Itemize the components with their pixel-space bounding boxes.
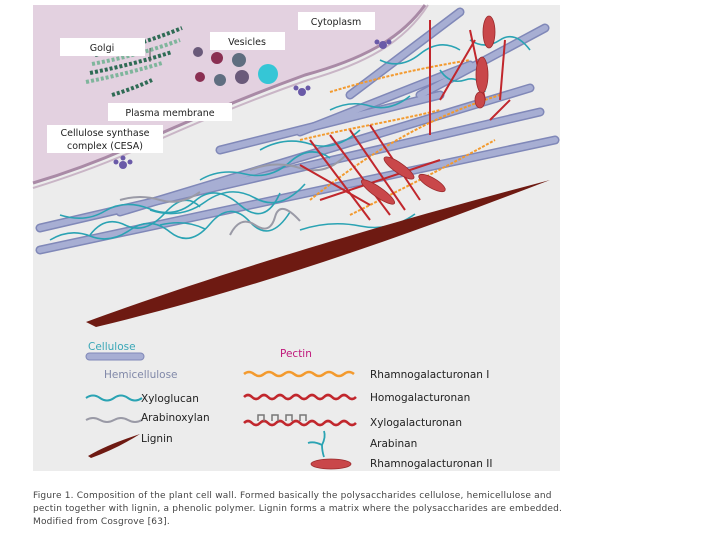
svg-text:Plasma membrane: Plasma membrane: [125, 108, 214, 119]
cesa-complex-icon: [113, 39, 392, 169]
callout-plasma-membrane: Plasma membrane: [108, 103, 232, 121]
legend-arabinan: Arabinan: [370, 438, 417, 450]
vesicle-icons: [193, 47, 278, 86]
legend-lignin-swatch: [88, 434, 140, 458]
legend-rg2: Rhamnogalacturonan II: [370, 458, 492, 470]
legend-lignin: Lignin: [141, 433, 173, 445]
legend-rg1-swatch: [243, 370, 355, 378]
arabinoxylan-strands: [119, 155, 346, 236]
plasma-membrane: [32, 4, 427, 185]
legend-arabinoxylan-swatch: [85, 417, 143, 423]
callout-cesa: Cellulose synthase complex (CESA): [47, 125, 163, 153]
legend-rg2-swatch: [310, 458, 352, 470]
homogalacturonan-strands: [299, 20, 511, 221]
legend-right: Pectin Rhamnogalacturonan I Homogalactur…: [243, 348, 492, 470]
svg-text:complex (CESA): complex (CESA): [67, 141, 143, 152]
legend-left: Cellulose Hemicellulose Xyloglucan Arabi…: [85, 341, 210, 458]
legend-cellulose-swatch: [85, 352, 145, 361]
legend-xyloglucan-swatch: [85, 394, 143, 402]
legend-xyloglucan: Xyloglucan: [141, 393, 199, 405]
legend-pectin-heading: Pectin: [280, 348, 312, 360]
legend-rg1: Rhamnogalacturonan I: [370, 369, 489, 381]
callout-cytoplasm: Cytoplasm: [298, 12, 375, 30]
legend-hg-swatch: [243, 393, 357, 401]
legend-hg: Homogalacturonan: [370, 392, 470, 404]
legend-cellulose-heading: Cellulose: [88, 341, 136, 353]
legend-xga-swatch: [243, 414, 357, 427]
rg2-ellipses: [360, 15, 496, 205]
svg-text:Vesicles: Vesicles: [228, 37, 266, 48]
plasma-membrane-outer: [32, 4, 429, 189]
callout-golgi: Golgi: [60, 38, 145, 56]
legend-arabinan-swatch: [307, 430, 326, 458]
legend-hemicellulose-heading: Hemicellulose: [104, 369, 178, 381]
figure-caption: Figure 1. Composition of the plant cell …: [33, 491, 563, 527]
svg-text:Cellulose synthase: Cellulose synthase: [61, 128, 150, 139]
legend-arabinoxylan: Arabinoxylan: [141, 412, 210, 424]
svg-text:Golgi: Golgi: [90, 43, 114, 54]
callout-vesicles: Vesicles: [210, 32, 285, 50]
lignin-band: [86, 180, 550, 327]
legend-xga: Xylogalacturonan: [370, 417, 462, 429]
svg-text:Cytoplasm: Cytoplasm: [311, 17, 362, 28]
